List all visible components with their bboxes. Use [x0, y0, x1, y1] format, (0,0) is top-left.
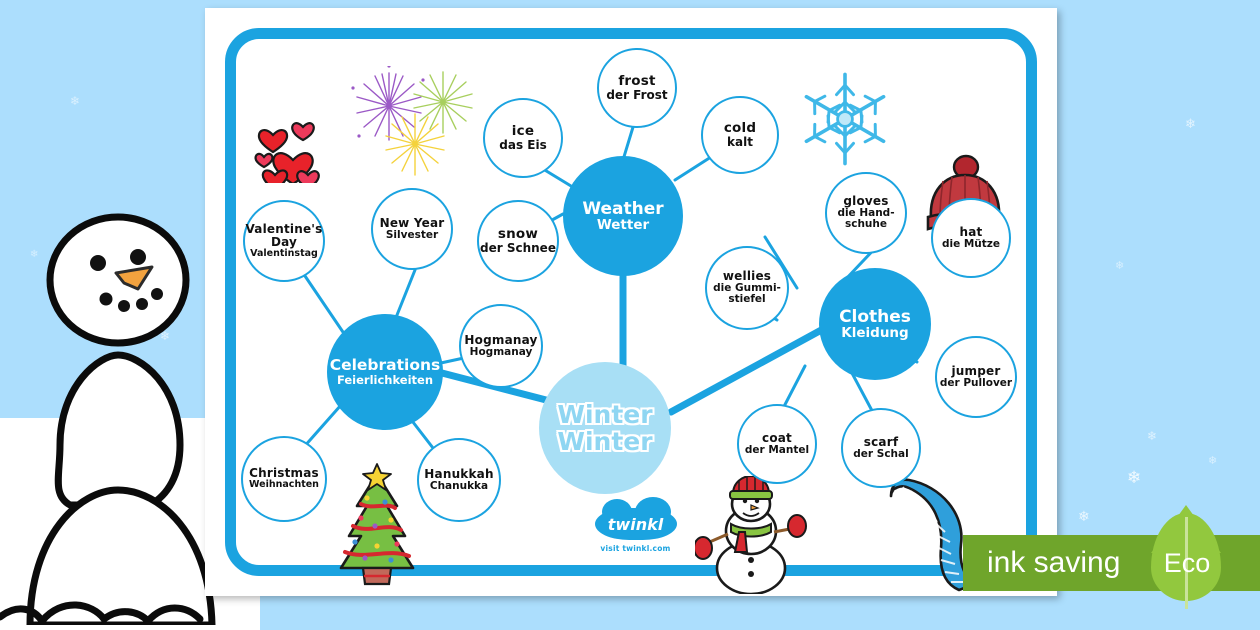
center-label-de: Winter	[557, 427, 653, 456]
eco-leaf-icon	[1151, 513, 1221, 609]
leaf-gloves[interactable]: gloves die Hand- schuhe	[825, 172, 907, 254]
hearts-illustration	[254, 122, 320, 183]
leaf-christmas[interactable]: Christmas Weihnachten	[241, 436, 327, 522]
twinkl-wordmark: twinkl	[607, 514, 664, 534]
hub-weather-label-en: Weather	[582, 198, 664, 219]
leaf-frost-en: frost	[618, 73, 656, 90]
leaf-wellies-de2: stiefel	[728, 293, 766, 306]
leaf-jumper-en: jumper	[951, 363, 1001, 378]
eco-leaf-label: Eco	[1163, 547, 1211, 578]
leaf-snow-de: der Schnee	[480, 240, 556, 255]
leaf-wellies-de1: die Gummi-	[713, 282, 781, 295]
snowflake-illustration	[804, 72, 886, 166]
leaf-ice-de: das Eis	[499, 137, 547, 152]
leaf-jumper[interactable]: jumper der Pullover	[935, 336, 1017, 418]
twinkl-logo[interactable]: twinkl visit twinkl.com	[588, 497, 683, 553]
leaf-scarf-en: scarf	[863, 434, 899, 449]
leaf-new-year-de: Silvester	[385, 228, 439, 241]
leaf-hogmanay-de: Hogmanay	[469, 345, 533, 358]
leaf-christmas-de: Weihnachten	[249, 479, 319, 491]
leaf-frost-de: der Frost	[606, 87, 668, 102]
leaf-valentines-de: Valentinstag	[250, 247, 318, 259]
leaf-hogmanay-en: Hogmanay	[464, 332, 538, 347]
leaf-wellies-en: wellies	[722, 269, 772, 284]
leaf-ice[interactable]: ice das Eis	[483, 98, 563, 178]
poster-page: Winter Winter Weather Wetter frost der F…	[205, 8, 1057, 596]
leaf-hanukkah[interactable]: Hanukkah Chanukka	[417, 438, 501, 522]
leaf-christmas-en: Christmas	[249, 466, 319, 481]
ink-saving-eco-badge: ink saving Eco	[963, 505, 1260, 609]
leaf-new-year-en: New Year	[379, 215, 445, 230]
leaf-hat-en: hat	[959, 224, 983, 239]
leaf-gloves-en: gloves	[843, 194, 889, 209]
leaf-new-year[interactable]: New Year Silvester	[371, 188, 453, 270]
leaf-cold-en: cold	[723, 120, 757, 137]
twinkl-cloud-icon: twinkl	[594, 497, 677, 540]
leaf-hogmanay[interactable]: Hogmanay Hogmanay	[459, 304, 543, 388]
leaf-valentines-en1: Valentine's	[245, 221, 323, 236]
leaf-valentines-en2: Day	[270, 234, 298, 249]
background-snowman-illustration	[0, 213, 216, 625]
eco-label: ink saving	[987, 546, 1121, 579]
leaf-valentines-day[interactable]: Valentine's Day Valentinstag	[243, 200, 325, 282]
leaf-ice-en: ice	[511, 123, 535, 140]
leaf-gloves-de2: schuhe	[844, 218, 888, 231]
poster-blue-frame	[225, 28, 1037, 576]
hub-celebrations[interactable]: Celebrations Feierlichkeiten	[327, 314, 443, 430]
hub-celebrations-label-de: Feierlichkeiten	[336, 373, 434, 388]
leaf-frost[interactable]: frost der Frost	[597, 48, 677, 128]
leaf-cold[interactable]: cold kalt	[701, 96, 779, 174]
leaf-hat-de: die Mütze	[941, 237, 1001, 250]
center-label-en: Winter	[557, 400, 653, 429]
hub-clothes-label-de: Kleidung	[841, 324, 909, 341]
hub-clothes-label-en: Clothes	[839, 306, 911, 327]
leaf-coat[interactable]: coat der Mantel	[737, 404, 817, 484]
leaf-hanukkah-de: Chanukka	[429, 479, 489, 492]
leaf-coat-en: coat	[762, 430, 792, 445]
leaf-snow-en: snow	[497, 226, 539, 243]
leaf-jumper-de: der Pullover	[939, 376, 1013, 389]
node-center-winter[interactable]: Winter Winter	[539, 362, 671, 494]
hub-weather-label-de: Wetter	[596, 216, 650, 233]
leaf-snow[interactable]: snow der Schnee	[477, 200, 559, 282]
leaf-gloves-de1: die Hand-	[837, 207, 895, 220]
leaf-coat-de: der Mantel	[744, 443, 810, 456]
leaf-hanukkah-en: Hanukkah	[424, 466, 494, 481]
christmas-tree-illustration	[339, 463, 415, 586]
leaf-cold-de: kalt	[727, 134, 753, 149]
snowman-illustration	[695, 476, 807, 594]
hub-celebrations-label-en: Celebrations	[329, 356, 441, 375]
hub-clothes[interactable]: Clothes Kleidung	[819, 268, 931, 380]
hub-weather[interactable]: Weather Wetter	[563, 156, 683, 276]
leaf-scarf[interactable]: scarf der Schal	[841, 408, 921, 488]
leaf-wellies[interactable]: wellies die Gummi- stiefel	[705, 246, 789, 330]
leaf-scarf-de: der Schal	[853, 447, 909, 460]
twinkl-url: visit twinkl.com	[600, 544, 671, 553]
leaf-hat[interactable]: hat die Mütze	[931, 198, 1011, 278]
fireworks-illustration	[351, 66, 473, 176]
